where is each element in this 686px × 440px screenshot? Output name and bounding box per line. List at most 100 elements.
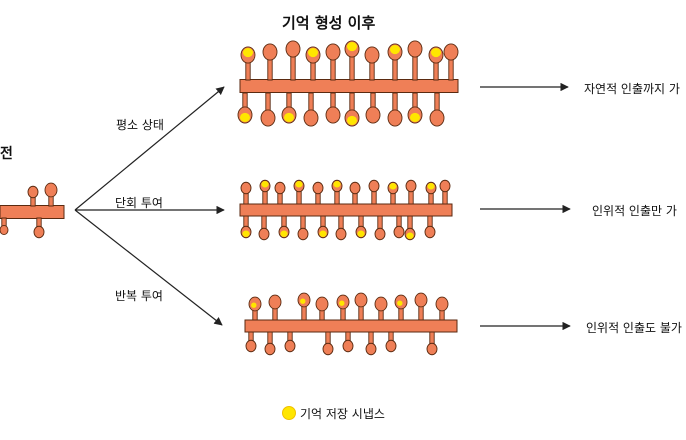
- repeated-spine-down-3: [284, 331, 296, 353]
- normal-spine-down-4-head: [303, 109, 319, 127]
- single-spine-up-11-synapse: [427, 183, 435, 190]
- single-spine-down-6-head: [335, 227, 347, 241]
- single-spine-down-6: [335, 215, 347, 241]
- diagram-title: 기억 형성 이후: [282, 14, 376, 32]
- normal-spine-down-10: [429, 92, 445, 127]
- normal-spine-up-1-synapse: [242, 48, 254, 58]
- before-spine-down-1-head: [33, 225, 45, 239]
- normal-spine-down-9-synapse: [409, 112, 421, 122]
- dendrite-single-dose: [239, 203, 453, 217]
- before-spine-down-2: [0, 217, 9, 236]
- single-spine-up-12: [439, 179, 451, 205]
- normal-spine-up-3: [285, 40, 301, 81]
- normal-spine-down-5: [325, 92, 341, 124]
- normal-spine-down-1: [237, 92, 253, 124]
- single-spine-down-7: [355, 215, 367, 239]
- legend-synapse-dot: [282, 406, 296, 420]
- single-spine-up-4-synapse: [295, 181, 303, 188]
- single-spine-up-10: [405, 179, 417, 205]
- repeated-spine-up-2: [268, 294, 282, 321]
- normal-spine-up-5: [325, 43, 341, 81]
- repeated-spine-down-7-head: [385, 339, 397, 353]
- single-spine-down-5: [317, 215, 329, 239]
- repeated-spine-down-8-head: [426, 342, 438, 356]
- single-spine-up-9: [387, 181, 399, 205]
- left-cut-label: 전: [0, 146, 13, 162]
- normal-spine-down-9: [407, 92, 423, 124]
- normal-spine-up-6: [344, 40, 360, 81]
- single-spine-up-6: [331, 179, 343, 205]
- normal-spine-down-6: [344, 92, 360, 127]
- result-single-dose: 인위적 인출만 가: [592, 204, 677, 218]
- repeated-spine-up-5-synapse: [339, 300, 345, 306]
- normal-spine-up-9: [407, 40, 423, 81]
- single-spine-down-1: [240, 215, 252, 239]
- normal-spine-down-3: [281, 92, 297, 124]
- single-spine-up-2-synapse: [261, 181, 269, 188]
- repeated-spine-up-4-head: [315, 296, 329, 312]
- single-spine-up-6-synapse: [333, 181, 341, 188]
- normal-spine-up-7-head: [364, 46, 380, 64]
- repeated-spine-up-10: [435, 296, 449, 321]
- dendrite-single-dose-spines: [240, 179, 451, 241]
- single-spine-down-10: [404, 215, 416, 241]
- normal-spine-up-4: [305, 46, 321, 81]
- normal-spine-up-6-synapse: [346, 42, 358, 52]
- single-spine-up-7-head: [349, 181, 361, 195]
- dendrite-before: [0, 205, 65, 219]
- before-spine-down-2-head: [0, 224, 9, 236]
- normal-spine-up-8: [387, 43, 403, 81]
- single-spine-up-11: [425, 181, 437, 205]
- single-spine-up-1-head: [240, 181, 252, 195]
- arrow-to-normal: [74, 86, 225, 211]
- dendrite-repeated-dose: [244, 319, 458, 333]
- normal-spine-down-3-synapse: [283, 112, 295, 122]
- repeated-spine-up-1-synapse: [251, 302, 257, 308]
- repeated-spine-up-7: [374, 296, 388, 321]
- single-spine-down-8-head: [374, 227, 386, 241]
- before-spine-up-1-head: [27, 185, 39, 199]
- single-spine-down-11-head: [424, 225, 436, 239]
- repeated-spine-down-5: [342, 331, 354, 353]
- normal-spine-up-1: [240, 46, 256, 81]
- repeated-spine-up-8: [394, 294, 408, 321]
- normal-spine-up-2: [262, 43, 278, 81]
- normal-spine-down-4: [303, 92, 319, 127]
- repeated-spine-up-5: [336, 294, 350, 321]
- repeated-spine-up-6: [354, 292, 368, 321]
- result-normal: 자연적 인출까지 가: [584, 82, 680, 96]
- result-repeated-dose: 인위적 인출도 불가: [586, 321, 682, 335]
- normal-spine-down-7: [365, 92, 381, 124]
- normal-spine-down-7-head: [365, 106, 381, 124]
- normal-spine-down-2-head: [260, 109, 276, 127]
- single-spine-up-10-head: [405, 179, 417, 193]
- normal-spine-down-2: [260, 92, 276, 127]
- repeated-spine-down-1: [245, 331, 257, 353]
- single-spine-down-11: [424, 215, 436, 239]
- single-spine-up-12-head: [439, 179, 451, 193]
- legend-synapse-label: 기억 저장 시냅스: [300, 407, 385, 421]
- branch-label-normal: 평소 상태: [116, 118, 164, 132]
- single-spine-down-10-synapse: [406, 232, 414, 239]
- repeated-spine-down-2-head: [264, 342, 276, 356]
- single-spine-down-9: [393, 215, 405, 239]
- before-spine-up-2-head: [44, 182, 58, 198]
- before-spine-down-1: [33, 217, 45, 239]
- repeated-spine-down-6-head: [365, 342, 377, 356]
- single-spine-down-3-synapse: [280, 230, 288, 237]
- normal-spine-down-1-synapse: [239, 112, 251, 122]
- single-spine-down-1-synapse: [242, 230, 250, 237]
- single-spine-down-8: [374, 215, 386, 241]
- normal-spine-up-7: [364, 46, 380, 81]
- normal-spine-up-4-synapse: [307, 48, 319, 58]
- single-spine-up-8: [368, 179, 380, 205]
- single-spine-up-5-head: [312, 181, 324, 195]
- single-spine-down-5-synapse: [319, 230, 327, 237]
- single-spine-up-8-head: [368, 179, 380, 193]
- repeated-spine-up-2-head: [268, 294, 282, 310]
- normal-spine-up-10: [428, 46, 444, 81]
- repeated-spine-up-9: [414, 292, 428, 321]
- single-spine-up-1: [240, 181, 252, 205]
- normal-spine-down-6-synapse: [346, 115, 358, 125]
